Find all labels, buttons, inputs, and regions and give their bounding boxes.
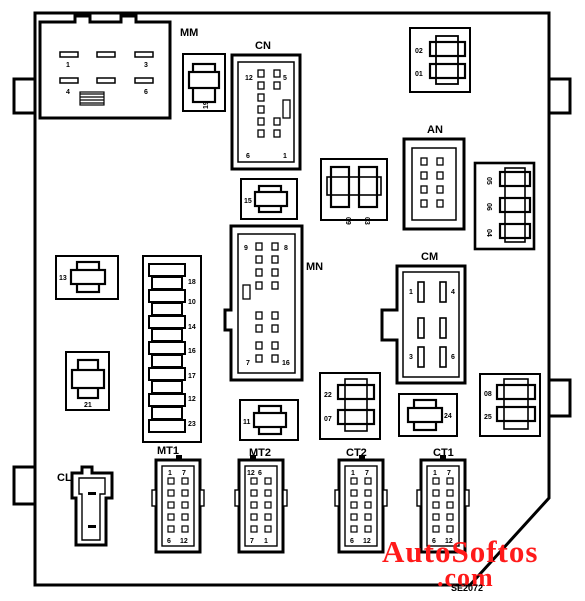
svg-text:03: 03 bbox=[363, 217, 370, 225]
mt1-pin-7: 7 bbox=[182, 470, 186, 477]
connector-label-ct1: CT1 bbox=[433, 447, 454, 459]
mounting-tab-right-bottom bbox=[547, 378, 572, 418]
svg-text:25: 25 bbox=[484, 414, 492, 421]
fuse-label-23: 23 bbox=[188, 421, 196, 428]
relay-08-25: 08 25 bbox=[479, 373, 541, 437]
svg-text:08: 08 bbox=[484, 391, 492, 398]
svg-text:06: 06 bbox=[485, 203, 492, 211]
connector-label-cm: CM bbox=[421, 251, 438, 263]
cn-pin-12: 12 bbox=[245, 75, 253, 82]
connector-mt1: 1 7 6 12 bbox=[151, 455, 205, 554]
ct1-pin-12: 12 bbox=[445, 538, 453, 545]
mt2-pin-7: 7 bbox=[250, 538, 254, 545]
connector-label-ct2: CT2 bbox=[346, 447, 367, 459]
relay-21: 21 bbox=[65, 351, 110, 411]
mm-pin-3: 3 bbox=[144, 62, 148, 69]
svg-text:22: 22 bbox=[324, 392, 332, 399]
ct2-pin-1: 1 bbox=[351, 470, 355, 477]
cm-pin-6: 6 bbox=[451, 354, 455, 361]
connector-mt2: 12 6 7 1 bbox=[234, 455, 288, 554]
relay-05-06-04: 05 06 04 bbox=[473, 161, 536, 251]
connector-label-mn: MN bbox=[306, 261, 323, 273]
connector-mn: 9 8 7 16 bbox=[223, 224, 304, 382]
mn-pin-9: 9 bbox=[244, 245, 248, 252]
cn-pin-1: 1 bbox=[283, 153, 287, 160]
fuse-label-14: 14 bbox=[188, 324, 196, 331]
connector-mm: 1 3 4 6 bbox=[38, 14, 172, 120]
ct1-pin-7: 7 bbox=[447, 470, 451, 477]
relay-22-07: 22 07 bbox=[319, 372, 381, 440]
connector-label-an: AN bbox=[427, 124, 443, 136]
drawing-id: SE2072 bbox=[451, 583, 484, 593]
fuse-label-18: 18 bbox=[188, 279, 196, 286]
relay-19: 19 bbox=[182, 53, 226, 112]
mounting-tab-left-top bbox=[12, 77, 37, 115]
connector-an bbox=[402, 137, 466, 231]
svg-text:11: 11 bbox=[243, 419, 251, 426]
connector-label-cl: CL bbox=[57, 472, 72, 484]
relay-11: 11 bbox=[239, 399, 299, 441]
connector-cl bbox=[70, 465, 114, 547]
mn-pin-16: 16 bbox=[282, 360, 290, 367]
connector-label-mm: MM bbox=[180, 27, 198, 39]
cn-pin-6: 6 bbox=[246, 153, 250, 160]
mounting-tab-left-bottom bbox=[12, 465, 37, 506]
ct1-pin-1: 1 bbox=[433, 470, 437, 477]
fuse-label-17: 17 bbox=[188, 373, 196, 380]
relay-09-03: 09 03 bbox=[320, 158, 388, 225]
connector-cm: 1 4 3 6 bbox=[380, 264, 467, 385]
relay-02-01: 02 01 bbox=[409, 27, 471, 93]
cm-pin-1: 1 bbox=[409, 289, 413, 296]
svg-text:13: 13 bbox=[59, 275, 67, 282]
mt1-pin-1: 1 bbox=[168, 470, 172, 477]
relay-24: 24 bbox=[398, 393, 458, 437]
mt2-pin-12: 12 bbox=[247, 470, 255, 477]
svg-text:01: 01 bbox=[415, 71, 423, 78]
svg-text:21: 21 bbox=[84, 402, 92, 409]
svg-text:04: 04 bbox=[485, 229, 492, 237]
fuse-label-10: 10 bbox=[188, 299, 196, 306]
mn-pin-8: 8 bbox=[284, 245, 288, 252]
svg-text:07: 07 bbox=[324, 416, 332, 423]
mt2-pin-1: 1 bbox=[264, 538, 268, 545]
cm-pin-3: 3 bbox=[409, 354, 413, 361]
mt1-pin-12: 12 bbox=[180, 538, 188, 545]
cm-pin-4: 4 bbox=[451, 289, 455, 296]
mm-pin-6: 6 bbox=[144, 89, 148, 96]
connector-ct2: 1 7 6 12 bbox=[334, 455, 388, 554]
connector-label-cn: CN bbox=[255, 40, 271, 52]
ct2-pin-12: 12 bbox=[363, 538, 371, 545]
svg-text:05: 05 bbox=[485, 177, 492, 185]
svg-text:15: 15 bbox=[244, 198, 252, 205]
relay-15: 15 bbox=[240, 178, 298, 220]
mm-pin-4: 4 bbox=[66, 89, 70, 96]
mn-pin-7: 7 bbox=[246, 360, 250, 367]
connector-ct1: 1 7 6 12 bbox=[416, 455, 470, 554]
ct1-pin-6: 6 bbox=[432, 538, 436, 545]
fuse-label-12: 12 bbox=[188, 396, 196, 403]
connector-cn: 12 6 5 1 bbox=[230, 53, 302, 171]
mounting-tab-right-top bbox=[547, 77, 572, 115]
connector-label-mt1: MT1 bbox=[157, 445, 179, 457]
svg-text:02: 02 bbox=[415, 48, 423, 55]
svg-text:09: 09 bbox=[344, 217, 351, 225]
watermark-domain: .com bbox=[437, 563, 494, 592]
cn-pin-5: 5 bbox=[283, 75, 287, 82]
fuse-label-16: 16 bbox=[188, 348, 196, 355]
connector-label-mt2: MT2 bbox=[249, 447, 271, 459]
mm-pin-1: 1 bbox=[66, 62, 70, 69]
ct2-pin-6: 6 bbox=[350, 538, 354, 545]
svg-text:19: 19 bbox=[203, 101, 210, 109]
fuse-strip: 18 10 14 16 17 12 23 bbox=[142, 255, 202, 443]
ct2-pin-7: 7 bbox=[365, 470, 369, 477]
mt1-pin-6: 6 bbox=[167, 538, 171, 545]
mt2-pin-6: 6 bbox=[258, 470, 262, 477]
relay-13: 13 bbox=[55, 255, 119, 300]
watermark-logo: AutoSoftos bbox=[382, 534, 539, 569]
svg-text:24: 24 bbox=[444, 413, 452, 420]
